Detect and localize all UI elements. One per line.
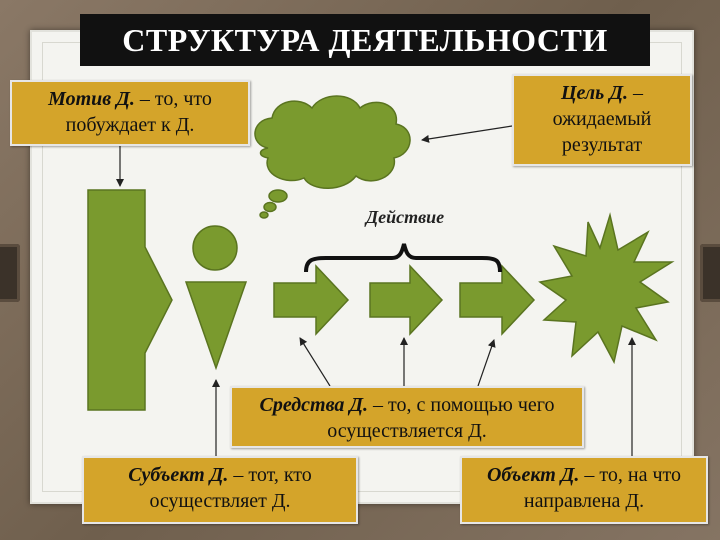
action-label: Действие bbox=[365, 207, 445, 227]
object-starburst bbox=[538, 212, 675, 365]
object-text: – то, на что направлена Д. bbox=[523, 464, 682, 512]
left-clip bbox=[0, 244, 20, 302]
goal-text: – ожидаемый результат bbox=[552, 82, 652, 156]
right-clip bbox=[700, 244, 720, 302]
subject-body bbox=[184, 281, 248, 371]
means-pointer-1 bbox=[299, 337, 331, 387]
motive-box: Мотив Д. – то, что побуждает к Д. bbox=[10, 80, 250, 146]
motive-shape bbox=[87, 189, 173, 411]
object-term: Объект Д. bbox=[486, 464, 580, 486]
object-box: Объект Д. – то, на что направлена Д. bbox=[460, 456, 708, 524]
goal-term: Цель Д. bbox=[560, 82, 628, 104]
means-box: Средства Д. – то, с помощью чего осущест… bbox=[230, 386, 584, 448]
action-brace bbox=[304, 243, 502, 273]
motive-text: – то, что побуждает к Д. bbox=[65, 88, 212, 136]
action-arrow-3 bbox=[459, 264, 536, 336]
means-term: Средства Д. bbox=[259, 394, 369, 416]
goal-pointer bbox=[421, 125, 513, 143]
action-arrow-1 bbox=[273, 264, 350, 336]
subject-term: Субъект Д. bbox=[128, 464, 229, 486]
page-title: СТРУКТУРА ДЕЯТЕЛЬНОСТИ bbox=[80, 14, 650, 66]
motive-term: Мотив Д. bbox=[48, 88, 135, 110]
means-text: – то, с помощью чего осуществляется Д. bbox=[327, 394, 555, 442]
subject-text: – тот, кто осуществляет Д. bbox=[149, 464, 312, 512]
means-pointer-3 bbox=[477, 339, 496, 387]
action-arrow-2 bbox=[369, 264, 444, 336]
subject-head bbox=[192, 225, 238, 271]
subject-box: Субъект Д. – тот, кто осуществляет Д. bbox=[82, 456, 358, 524]
thought-cloud bbox=[254, 95, 411, 219]
goal-box: Цель Д. – ожидаемый результат bbox=[512, 74, 692, 166]
